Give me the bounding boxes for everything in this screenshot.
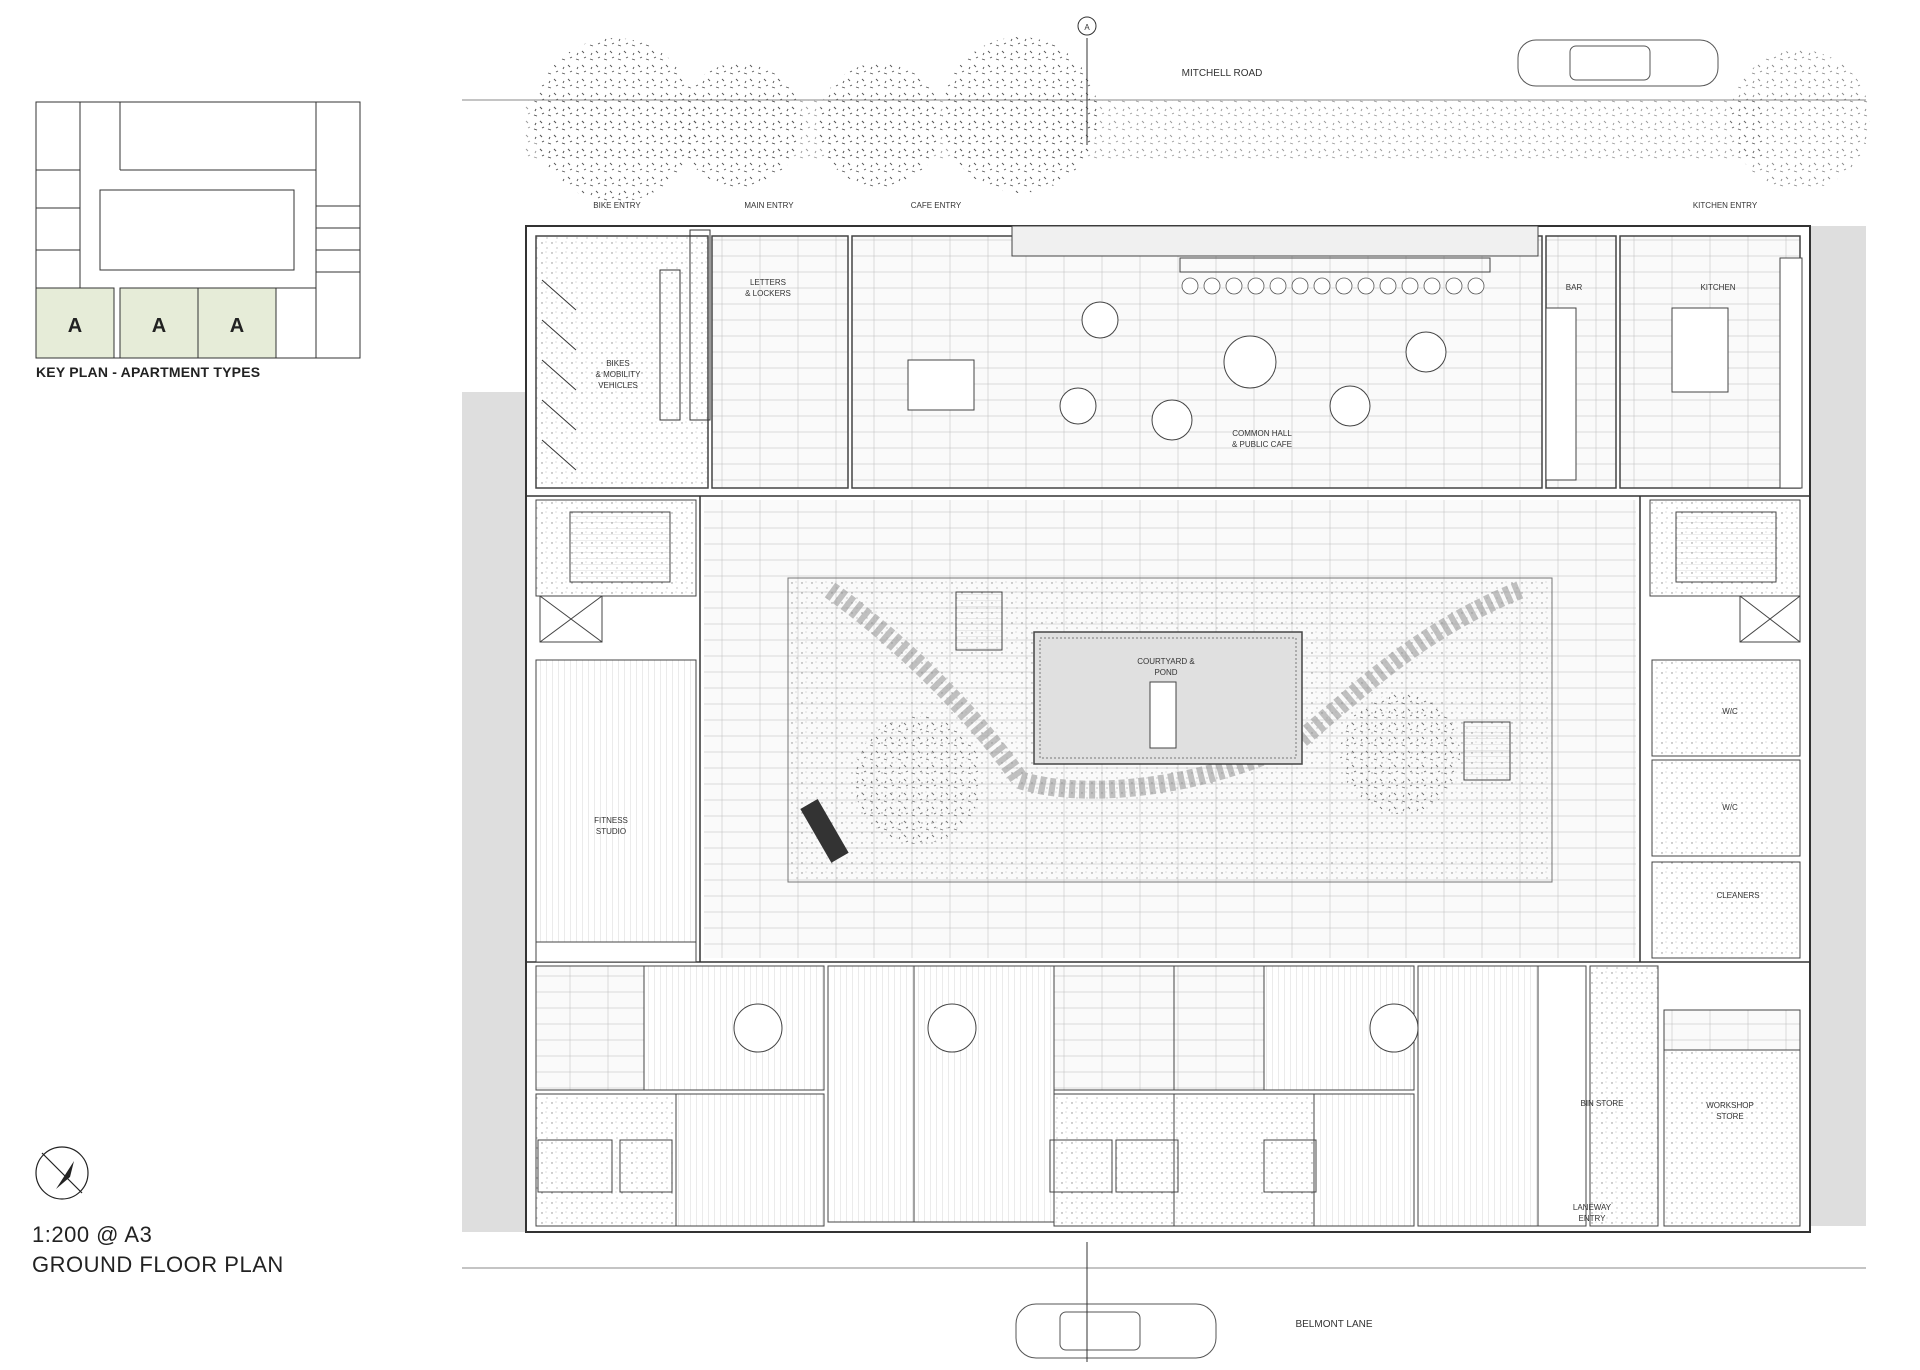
key-plan-unit xyxy=(119,287,199,359)
section-marker: A xyxy=(1084,23,1090,32)
wc-label-2: W/C xyxy=(1722,803,1738,812)
wc-1 xyxy=(1651,659,1801,757)
key-plan-unit-label: A xyxy=(68,315,82,337)
bike-room xyxy=(535,235,709,489)
bench-3 xyxy=(800,799,849,863)
apartment-tables xyxy=(733,1003,1419,1053)
key-plan-label: KEY PLAN - APARTMENT TYPES xyxy=(36,364,261,380)
cleaners-room xyxy=(1651,861,1801,959)
section-line xyxy=(1077,16,1097,1362)
letters-label-2: & LOCKERS xyxy=(745,289,791,298)
key-plan-unit-label: A xyxy=(152,315,166,337)
cafe-entry-label: CAFE ENTRY xyxy=(911,201,962,210)
kitchen-label: KITCHEN xyxy=(1700,283,1735,292)
bikes-label-3: VEHICLES xyxy=(598,381,638,390)
bin-store xyxy=(1589,965,1659,1227)
letters-label-1: LETTERS xyxy=(750,278,786,287)
common-hall-label-1: COMMON HALL xyxy=(1232,429,1292,438)
workshop-label-2: STORE xyxy=(1716,1112,1743,1121)
pond-feature xyxy=(1149,681,1177,749)
key-plan-unit xyxy=(35,287,115,359)
main-entry-label: MAIN ENTRY xyxy=(744,201,794,210)
north-arrow-icon xyxy=(35,1146,89,1200)
wc-2 xyxy=(1651,759,1801,857)
workshop-store xyxy=(1663,1049,1801,1227)
fitness-studio xyxy=(535,659,697,961)
site-boundary-left xyxy=(462,392,526,1232)
apartment-beds xyxy=(537,1139,1317,1193)
fitness-label-1: FITNESS xyxy=(594,816,628,825)
drawing-scale: 1:200 @ A3 xyxy=(32,1222,153,1247)
courtyard-label-2: POND xyxy=(1154,668,1177,677)
bin-store-label: BIN STORE xyxy=(1581,1099,1624,1108)
cafe-tables xyxy=(907,301,1447,441)
drawing-title: GROUND FLOOR PLAN xyxy=(32,1252,284,1277)
key-plan-unit-label: A xyxy=(230,315,244,337)
site-boundary-right xyxy=(1810,226,1866,1226)
bikes-label-2: & MOBILITY xyxy=(596,370,642,379)
courtyard-label-1: COURTYARD & xyxy=(1137,657,1195,666)
fitness-label-2: STUDIO xyxy=(596,827,626,836)
car-south xyxy=(1015,1303,1217,1359)
street-label-north: MITCHELL ROAD xyxy=(1182,68,1263,79)
key-plan-unit xyxy=(197,287,277,359)
bench-1 xyxy=(955,591,1003,651)
wc-label-1: W/C xyxy=(1722,707,1738,716)
common-hall-label-2: & PUBLIC CAFE xyxy=(1232,440,1292,449)
workshop-label-1: WORKSHOP xyxy=(1706,1101,1754,1110)
street-label-south: BELMONT LANE xyxy=(1295,1319,1372,1330)
bar-label: BAR xyxy=(1566,283,1583,292)
bike-entry-label: BIKE ENTRY xyxy=(593,201,641,210)
apartments xyxy=(535,965,1801,1227)
bench-2 xyxy=(1463,721,1511,781)
laneway-label-1: LANEWAY xyxy=(1573,1203,1612,1212)
kitchen-entry-label: KITCHEN ENTRY xyxy=(1693,201,1758,210)
bikes-label-1: BIKES xyxy=(606,359,630,368)
cleaners-label: CLEANERS xyxy=(1716,891,1759,900)
car-north xyxy=(1517,39,1719,87)
letters-room xyxy=(711,235,849,489)
laneway-label-2: ENTRY xyxy=(1579,1214,1607,1223)
street-trees xyxy=(524,37,1870,202)
